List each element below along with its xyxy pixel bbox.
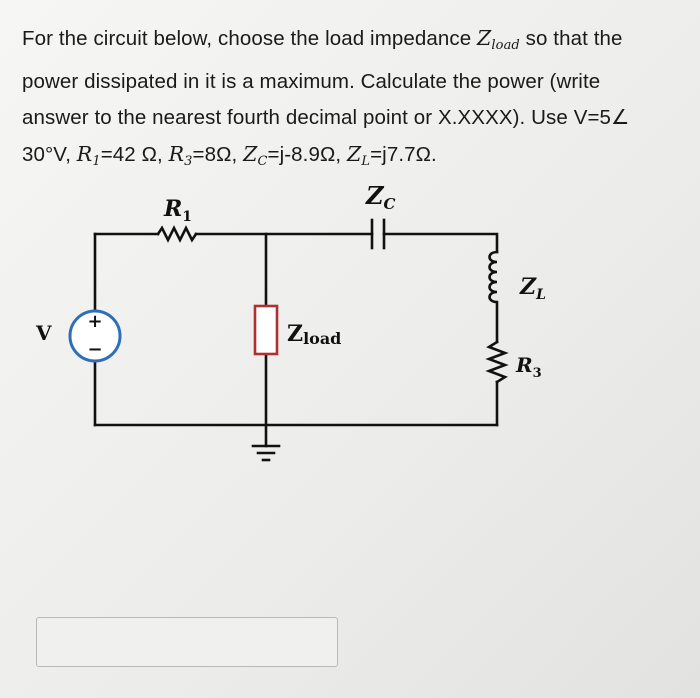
inductor-zl: [488, 250, 499, 344]
question-line-4: 30°V, R1=42 Ω, R3=8Ω, ZC=j-8.9Ω, ZL=j7.7…: [22, 142, 437, 169]
label-zload: Zload: [287, 321, 341, 348]
wire-top-right: [382, 232, 499, 254]
question-line-3: answer to the nearest fourth decimal poi…: [22, 106, 630, 129]
label-v: V: [35, 321, 52, 345]
resistor-r1: [156, 225, 198, 243]
zload-symbol: Zload: [477, 26, 520, 53]
label-r3: R3: [515, 353, 542, 381]
question-line-1: For the circuit below, choose the load i…: [22, 26, 623, 53]
source-minus-sign: −: [87, 339, 102, 360]
voltage-source: [68, 309, 122, 363]
question-line-2: power dissipated in it is a maximum. Cal…: [22, 70, 601, 93]
label-r1: R1: [163, 196, 192, 225]
resistor-r3: [485, 340, 509, 384]
label-zc: ZC: [365, 181, 396, 213]
circuit-diagram: + − V R1 ZC ZL R3 Zload: [35, 181, 546, 462]
zload-box: [253, 304, 279, 356]
answer-input[interactable]: [36, 617, 338, 667]
source-plus-sign: +: [87, 311, 102, 332]
question-text: For the circuit below, choose the load i…: [22, 20, 682, 180]
label-zl: ZL: [519, 274, 546, 303]
